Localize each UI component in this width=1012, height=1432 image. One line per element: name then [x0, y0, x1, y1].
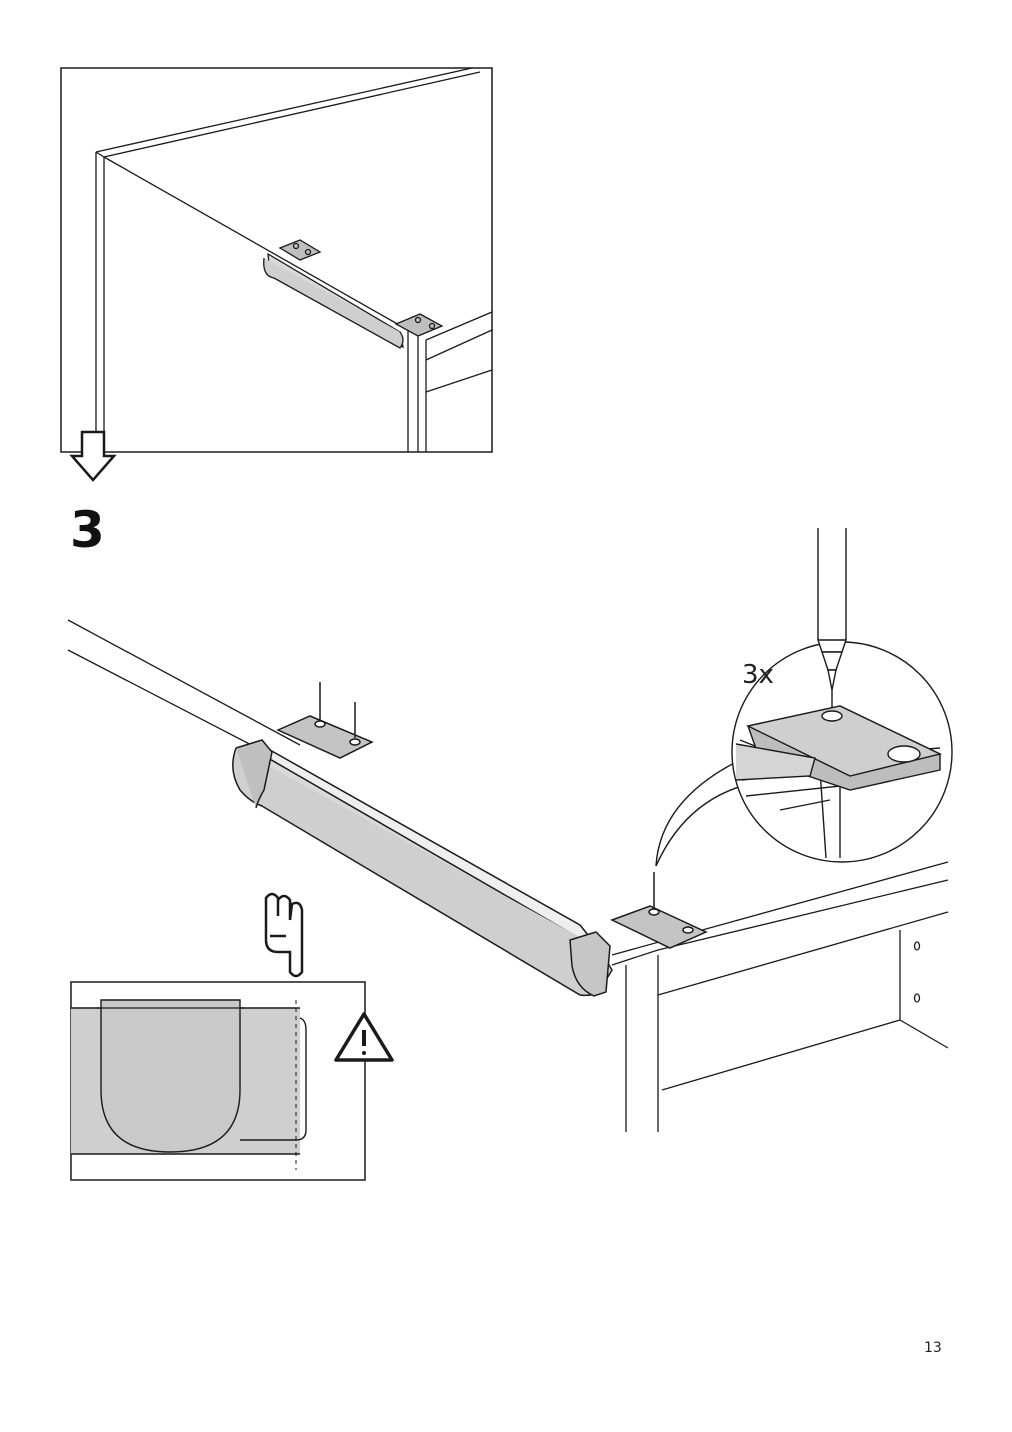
hanging-rail: [232, 739, 613, 997]
step-number: 3: [70, 501, 105, 559]
page-number: 13: [924, 1340, 942, 1356]
warning-triangle-icon: [334, 1012, 394, 1062]
left-bracket: [276, 682, 374, 759]
down-arrow-icon: [69, 430, 117, 482]
screw-count-label: 3x: [742, 660, 774, 690]
screwdriver-icon: [817, 528, 847, 708]
warning-detail-inset: [70, 981, 366, 1181]
pointing-hand-icon: [264, 892, 304, 978]
previous-step-inset: [60, 67, 493, 453]
detail-callout: [655, 641, 953, 867]
right-bracket: [610, 872, 708, 949]
